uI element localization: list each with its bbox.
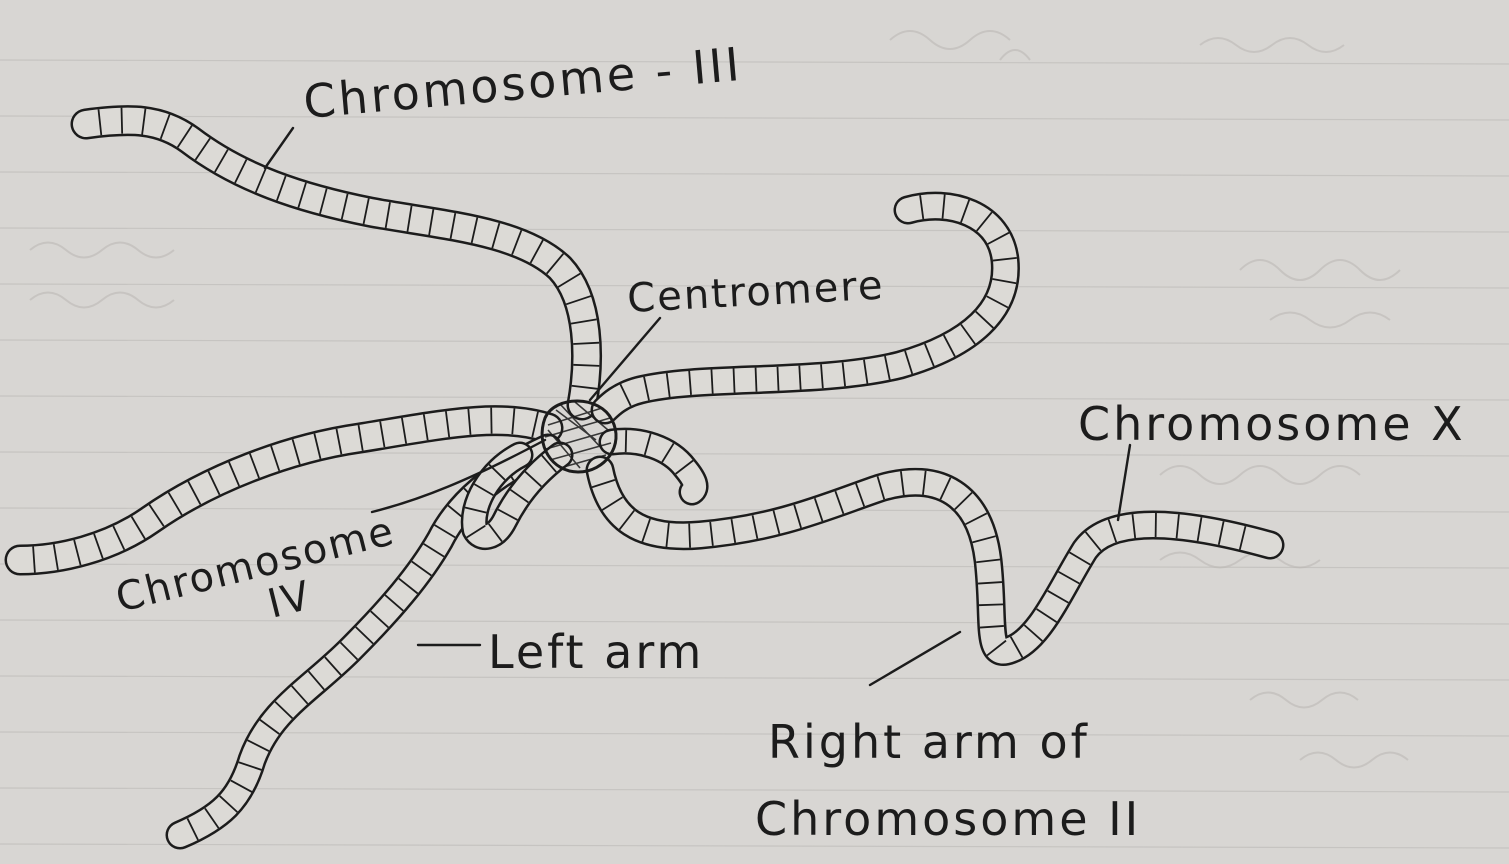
chromosome-band — [573, 365, 599, 366]
chromosome-band — [979, 604, 1003, 605]
leader-chromosome-x — [1118, 445, 1130, 520]
label-chromosome-x: Chromosome X — [1078, 397, 1466, 451]
chromosome-band — [777, 367, 778, 391]
label-left-arm: Left arm — [488, 625, 704, 679]
chromosome-band — [689, 524, 690, 548]
label-right-arm-line1: Right arm of — [768, 715, 1090, 769]
chromosome-band — [626, 430, 627, 452]
chromosome-2-inner-loop — [465, 455, 560, 541]
label-right-arm-line2: Chromosome II — [755, 792, 1141, 846]
chromosome-band — [711, 370, 712, 394]
label-chromosome-4-numeral: IV — [263, 573, 316, 628]
centromere-short-arm — [612, 430, 695, 492]
leader-chromosome-3 — [265, 128, 293, 168]
label-chromosome-3: Chromosome - III — [301, 37, 744, 129]
leader-right-arm — [870, 632, 960, 685]
chromosome-band — [756, 368, 757, 392]
chromosome-band — [734, 369, 735, 393]
chromosome-band — [121, 108, 122, 134]
label-centromere: Centromere — [626, 263, 885, 322]
